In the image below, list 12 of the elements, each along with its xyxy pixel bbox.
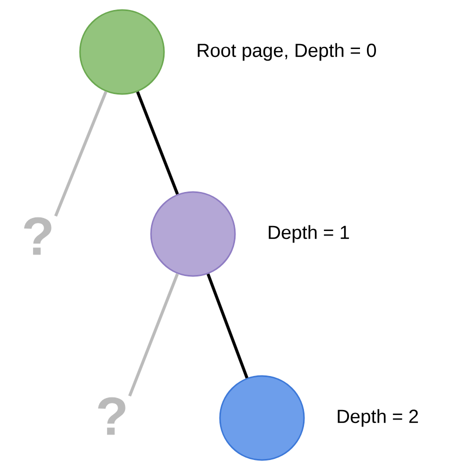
question-mark: ? [24,217,52,255]
connector-line [128,273,179,397]
depth-label: Root page, Depth = 0 [198,43,376,61]
depth-label: Depth = 1 [268,225,349,243]
connector-line [206,274,248,378]
question-mark: ? [98,397,126,435]
circle-node [79,9,165,95]
connector-line [54,91,108,217]
depth-label: Depth = 2 [338,409,418,427]
circle-node [150,191,236,277]
circle-node [219,375,305,461]
connector-line [136,91,179,195]
